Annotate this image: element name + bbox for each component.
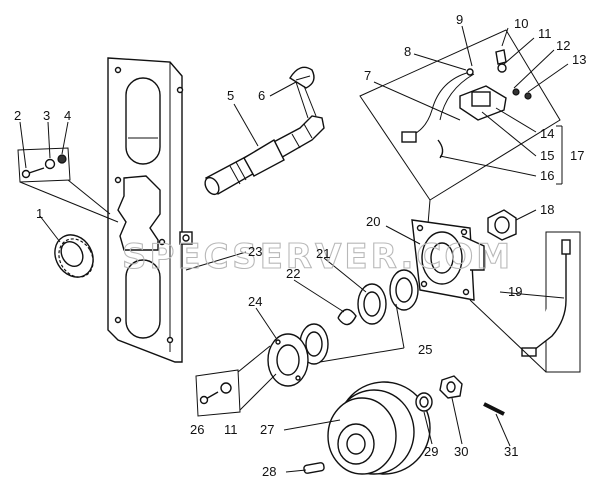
callout-23: 23 — [248, 244, 262, 259]
leader-lines — [19, 25, 569, 473]
callout-30: 30 — [454, 444, 468, 459]
callout-28: 28 — [262, 464, 276, 479]
callout-7: 7 — [364, 68, 371, 83]
callout-11b: 11 — [224, 422, 238, 437]
callout-2: 2 — [14, 108, 21, 123]
callout-11: 11 — [538, 26, 552, 41]
bearing-part — [54, 234, 94, 278]
callout-12: 12 — [556, 38, 570, 53]
callout-27: 27 — [260, 422, 274, 437]
callout-24: 24 — [248, 294, 262, 309]
callout-19: 19 — [508, 284, 522, 299]
callout-22: 22 — [286, 266, 300, 281]
callout-17: 17 — [570, 148, 584, 163]
callout-6: 6 — [258, 88, 265, 103]
mounting-plate — [107, 57, 193, 363]
bearing-rings-group — [299, 269, 419, 365]
flange-part — [267, 333, 309, 387]
callout-5: 5 — [227, 88, 234, 103]
callout-10: 10 — [514, 16, 528, 31]
callout-numbers: 1 2 3 4 5 6 7 8 9 10 11 12 13 14 15 16 1… — [14, 12, 586, 479]
callout-15: 15 — [540, 148, 554, 163]
pulley-part — [327, 381, 431, 475]
key-part — [289, 66, 317, 119]
callout-29: 29 — [424, 444, 438, 459]
callout-3: 3 — [43, 108, 50, 123]
callout-8: 8 — [404, 44, 411, 59]
callout-16: 16 — [540, 168, 554, 183]
callout-20: 20 — [366, 214, 380, 229]
callout-14: 14 — [540, 126, 554, 141]
callout-1: 1 — [36, 206, 43, 221]
callout-9: 9 — [456, 12, 463, 27]
bolt-washer-nut-group — [17, 147, 119, 223]
shaft-part — [204, 115, 325, 196]
bolt-washer-pair — [195, 345, 277, 417]
callout-4: 4 — [64, 108, 71, 123]
small-parts-group — [303, 375, 505, 474]
callout-21: 21 — [316, 246, 330, 261]
callout-13: 13 — [572, 52, 586, 67]
nut-part — [487, 209, 517, 241]
callout-26: 26 — [190, 422, 204, 437]
callout-31: 31 — [504, 444, 518, 459]
housing-part — [411, 219, 485, 301]
watermark: SPECSERVER.COM — [122, 237, 513, 277]
sensor-bracket-assembly — [359, 29, 563, 225]
callout-25: 25 — [418, 342, 432, 357]
callout-18: 18 — [540, 202, 554, 217]
